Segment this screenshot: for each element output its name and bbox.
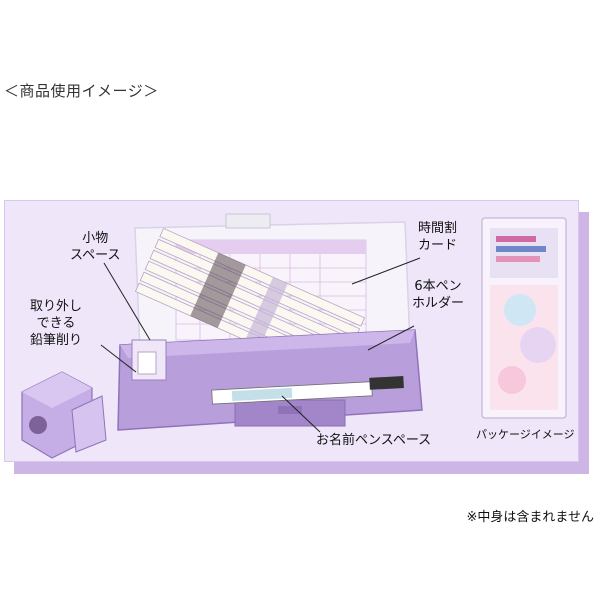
name-pen-space-label: お名前ペンスペース [316, 433, 432, 448]
timetable-card-label: 時間割 カード [418, 221, 458, 253]
inner-sharpener [131, 339, 167, 381]
page-heading: ＜商品使用イメージ＞ [4, 82, 159, 100]
detached-sharpener [21, 371, 107, 459]
small-space-label: 小物 スペース [70, 231, 121, 263]
pen-holder-label: 6本ペン ホルダー [412, 279, 465, 311]
package-image [481, 217, 567, 419]
package-caption: パッケージイメージ [476, 428, 575, 441]
sharpener-label: 取り外し できる 鉛筆削り [30, 299, 83, 348]
contents-note: ※中身は含まれません [466, 510, 594, 525]
name-pen [211, 376, 404, 405]
